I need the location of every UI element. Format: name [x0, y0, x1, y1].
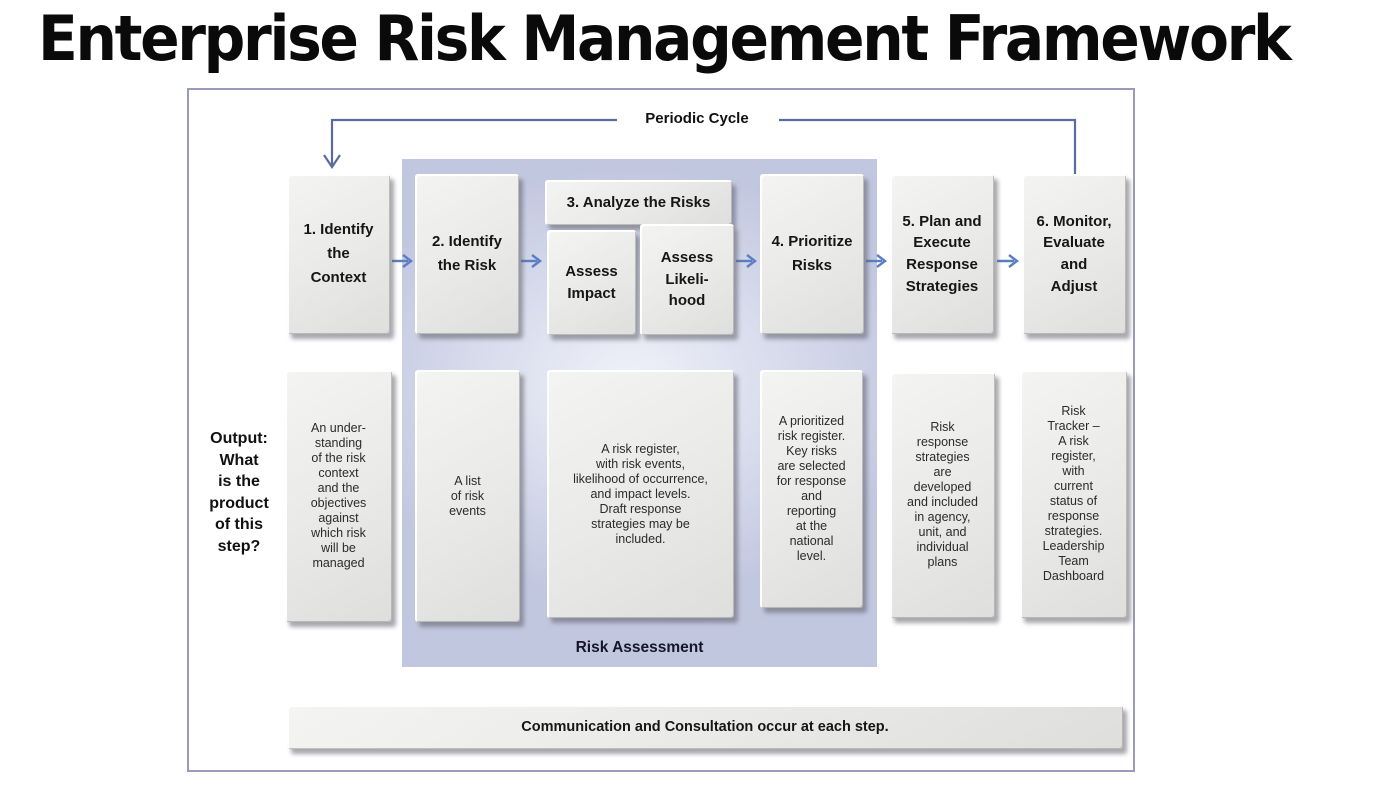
step-box-4-label: 4. Prioritize Risks [771, 233, 853, 274]
output-box-1: An under- standing of the risk context a… [285, 370, 392, 622]
step-box-5-label: 5. Plan and Execute Response Strategies [902, 212, 982, 295]
output-box-4: A prioritized risk register. Key risks a… [760, 370, 863, 608]
output-box-5-text: Risk response strategies are developed a… [907, 420, 978, 569]
step-box-3-analyze-risks-header: 3. Analyze the Risks [545, 180, 732, 225]
output-box-1-text: An under- standing of the risk context a… [310, 421, 367, 570]
output-box-3-text: A risk register, with risk events, likel… [573, 441, 708, 546]
output-box-6: Risk Tracker – A risk register, with cur… [1020, 370, 1127, 618]
diagram-frame: Risk Assessment Periodic Cycle [187, 88, 1135, 772]
step-box-1-identify-context: 1. Identify the Context [287, 174, 390, 334]
output-box-5: Risk response strategies are developed a… [890, 372, 995, 618]
page-title: Enterprise Risk Management Framework [38, 2, 1292, 75]
step-box-2-identify-risk: 2. Identify the Risk [415, 174, 519, 334]
output-box-4-text: A prioritized risk register. Key risks a… [776, 414, 847, 563]
assess-impact-box: Assess Impact [547, 230, 636, 335]
step-box-1-label: 1. Identify the Context [303, 221, 374, 286]
right-arrowhead-icon [876, 254, 887, 268]
step-box-6-monitor-evaluate: 6. Monitor, Evaluate and Adjust [1022, 174, 1126, 334]
assess-likelihood-label: Assess Likeli- hood [660, 248, 714, 310]
step-box-2-label: 2. Identify the Risk [431, 233, 502, 274]
risk-assessment-label: Risk Assessment [575, 639, 704, 656]
communication-bar-label: Communication and Consultation occur at … [521, 719, 889, 735]
step-box-4-prioritize-risks: 4. Prioritize Risks [760, 174, 864, 334]
output-box-6-text: Risk Tracker – A risk register, with cur… [1042, 404, 1105, 583]
output-box-2-text: A list of risk events [449, 473, 486, 518]
assess-likelihood-box: Assess Likeli- hood [640, 224, 734, 335]
step-box-6-label: 6. Monitor, Evaluate and Adjust [1036, 212, 1112, 295]
down-arrowhead-icon [323, 154, 341, 169]
output-box-3: A risk register, with risk events, likel… [547, 370, 734, 618]
communication-bar: Communication and Consultation occur at … [287, 705, 1123, 749]
step-box-3-header-label: 3. Analyze the Risks [566, 193, 711, 211]
periodic-cycle-label: Periodic Cycle [617, 110, 777, 128]
output-box-2: A list of risk events [415, 370, 520, 622]
step-box-5-plan-execute: 5. Plan and Execute Response Strategies [890, 174, 994, 334]
right-arrowhead-icon [1008, 254, 1019, 268]
assess-impact-label: Assess Impact [565, 262, 618, 302]
output-question-label: Output: What is the product of this step… [209, 430, 269, 555]
